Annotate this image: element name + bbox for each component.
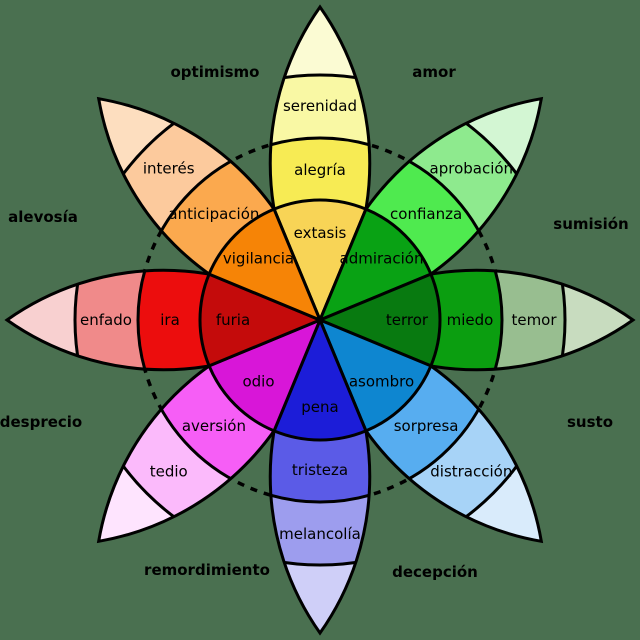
label-ira: ira [160, 311, 180, 329]
label-tedio: tedio [150, 462, 188, 480]
dyad-label-susto: susto [567, 413, 613, 431]
label-odio: odio [242, 373, 274, 391]
boundary-outer-ira [73, 270, 320, 370]
wedge-tristeza [272, 318, 368, 442]
inner-wedges-layer [198, 198, 442, 442]
label-alegría: alegría [294, 161, 346, 179]
boundary-outer-miedo [320, 270, 567, 370]
wedge-confianza [318, 207, 433, 322]
segment-labels-layer: extasis alegría serenidad admiración confian… [80, 97, 557, 543]
label-serenidad: serenidad [283, 97, 357, 115]
label-furia: furia [216, 311, 250, 329]
dyad-label-remordimiento: remordimiento [144, 561, 270, 579]
wedge-sorpresa [318, 318, 433, 433]
label-interés: interés [143, 160, 195, 178]
label-vigilancia: vigilancia [223, 250, 294, 268]
dyad-label-optimismo: optimismo [171, 63, 260, 81]
dyad-label-alevosia: alevosía [8, 208, 78, 226]
boundary-middle-ira [136, 270, 320, 370]
label-confianza: confianza [390, 205, 462, 223]
dyad-label-amor: amor [412, 63, 456, 81]
label-enfado: enfado [80, 311, 132, 329]
boundary-middle-alegria [270, 136, 370, 320]
label-temor: temor [511, 311, 557, 329]
label-aprobación: aprobación [430, 160, 514, 178]
label-miedo: miedo [447, 311, 494, 329]
label-aversión: aversión [182, 417, 246, 435]
wedge-miedo [318, 272, 442, 368]
boundary-outer-alegria [270, 73, 370, 320]
label-sorpresa: sorpresa [394, 417, 459, 435]
label-admiración: admiración [340, 250, 424, 268]
label-extasis: extasis [294, 224, 347, 242]
wedge-alegria [272, 198, 368, 322]
boundary-middle-miedo [320, 270, 504, 370]
boundary-middle-tristeza [270, 320, 370, 504]
label-melancolía: melancolía [279, 525, 361, 543]
label-pena: pena [301, 398, 338, 416]
dyad-labels-layer: optimismo amor sumisión susto decepción remor… [0, 63, 629, 581]
label-asombro: asombro [349, 373, 414, 391]
label-tristeza: tristeza [292, 461, 348, 479]
dyad-label-sumision: sumisión [553, 215, 628, 233]
wedge-aversion [207, 318, 322, 433]
boundary-outer-tristeza [270, 320, 370, 567]
wedge-anticipacion [207, 207, 322, 322]
label-anticipación: anticipación [168, 205, 259, 223]
dyad-label-decepcion: decepción [392, 563, 478, 581]
label-distracción: distracción [430, 462, 512, 480]
label-terror: terror [386, 311, 429, 329]
dyad-label-desprecio: desprecio [0, 413, 82, 431]
wedge-ira [198, 272, 322, 368]
